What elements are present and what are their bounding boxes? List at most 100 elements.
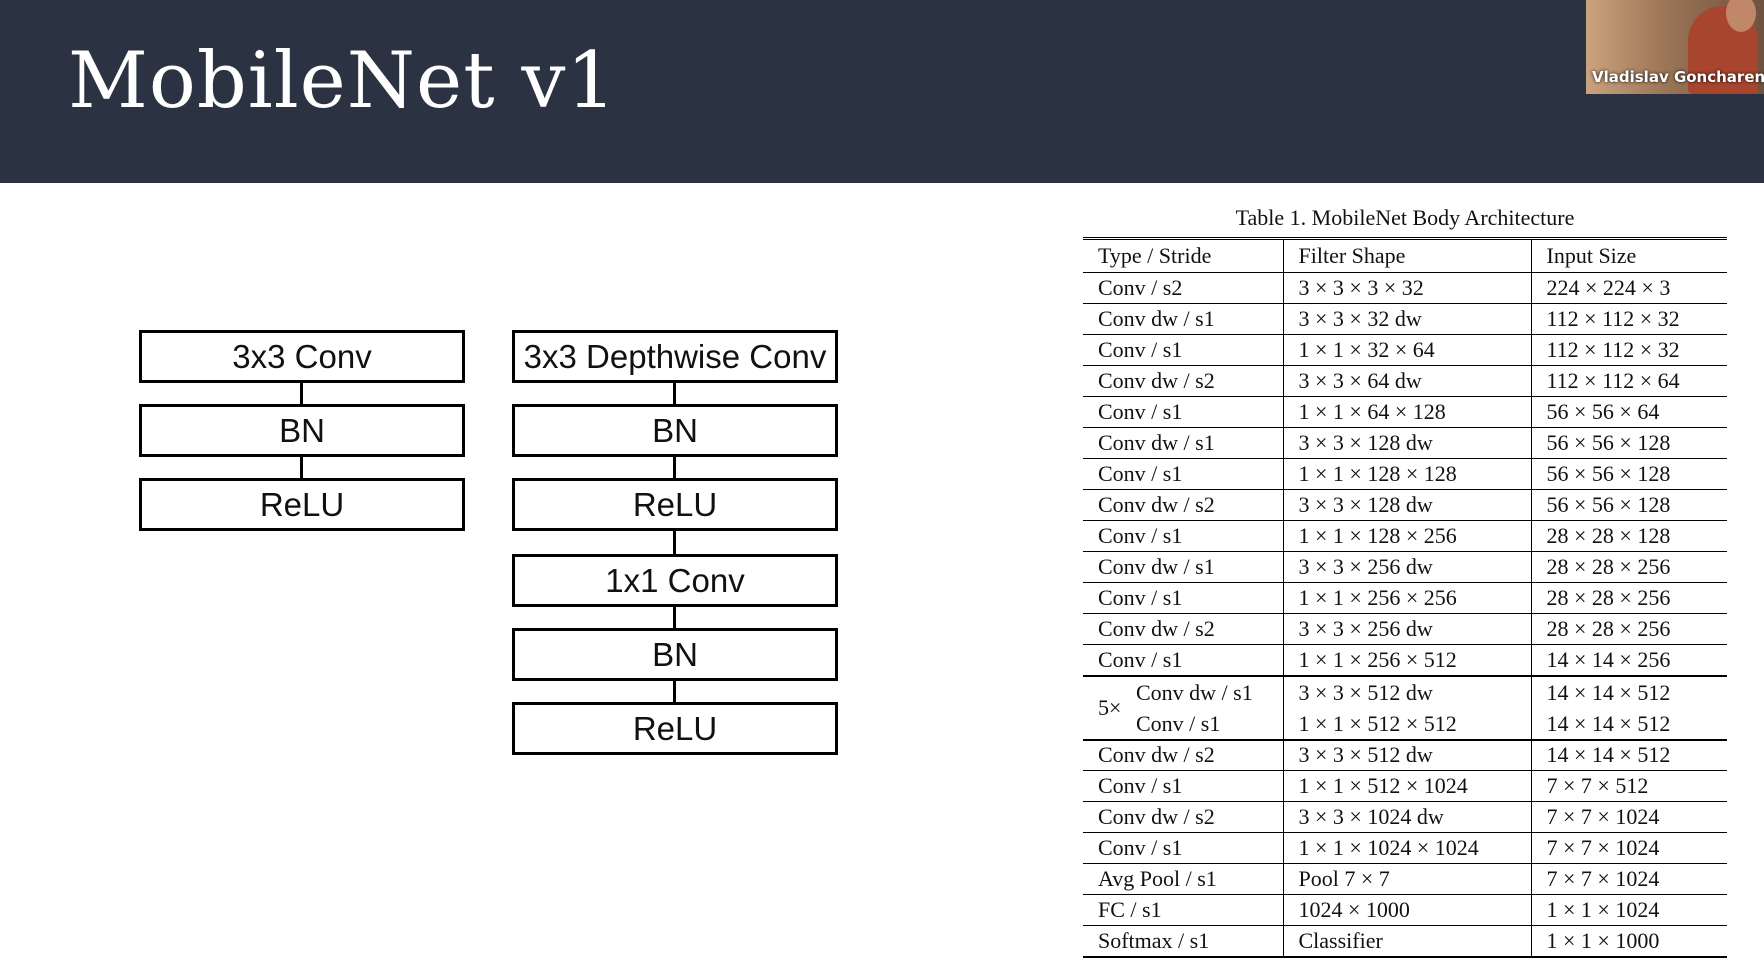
architecture-table: Type / Stride Filter Shape Input Size Co…: [1083, 237, 1727, 958]
left-block-conv: 3x3 Conv: [139, 330, 465, 383]
cell-filter-shape: 1 × 1 × 1024 × 1024: [1282, 832, 1531, 864]
right-block-bn-2: BN: [512, 628, 838, 681]
repeat-type-2: Conv / s1: [1136, 710, 1221, 736]
cell-input-size: 14 × 14 × 512: [1530, 739, 1727, 771]
cell-filter-shape: 1 × 1 × 512 × 1024: [1282, 770, 1531, 802]
right-block-relu-1: ReLU: [512, 478, 838, 531]
repeat-group-type-cell: 5× Conv dw / s1 Conv / s1: [1083, 675, 1283, 741]
cell-type-stride: Conv dw / s2: [1083, 739, 1283, 771]
cell-filter-shape: 3 × 3 × 512 dw: [1282, 739, 1531, 771]
cell-type-stride: Conv dw / s2: [1083, 801, 1283, 833]
cell-filter-shape: 1 × 1 × 32 × 64: [1282, 334, 1531, 366]
left-block-bn: BN: [139, 404, 465, 457]
cell-input-size: 28 × 28 × 256: [1530, 551, 1727, 583]
table-body-repeat-group: 5× Conv dw / s1 Conv / s1 3 × 3 × 512 dw…: [1083, 675, 1727, 741]
repeat-filters-cell: 3 × 3 × 512 dw 1 × 1 × 512 × 512: [1282, 675, 1531, 741]
cell-type-stride: Conv dw / s2: [1083, 365, 1283, 397]
cell-filter-shape: 1024 × 1000: [1282, 894, 1531, 926]
block-diagram: 3x3 Conv BN ReLU 3x3 Depthwise Conv BN R…: [0, 183, 900, 977]
cell-filter-shape: 1 × 1 × 128 × 256: [1282, 520, 1531, 552]
cell-input-size: 14 × 14 × 256: [1530, 644, 1727, 677]
cell-type-stride: Softmax / s1: [1083, 925, 1283, 958]
participant-head: [1726, 0, 1756, 32]
table-caption: Table 1. MobileNet Body Architecture: [1235, 205, 1575, 230]
cell-input-size: 28 × 28 × 256: [1530, 613, 1727, 645]
right-connector-2: [673, 457, 676, 478]
left-block-relu: ReLU: [139, 478, 465, 531]
left-connector-1: [300, 383, 303, 404]
header-input-size: Input Size: [1530, 238, 1727, 273]
cell-type-stride: Conv / s1: [1083, 520, 1283, 552]
cell-filter-shape: 1 × 1 × 64 × 128: [1282, 396, 1531, 428]
cell-filter-shape: 3 × 3 × 1024 dw: [1282, 801, 1531, 833]
cell-input-size: 56 × 56 × 128: [1530, 489, 1727, 521]
cell-type-stride: Conv / s1: [1083, 458, 1283, 490]
repeat-type-1: Conv dw / s1: [1136, 679, 1253, 705]
cell-type-stride: Conv dw / s1: [1083, 427, 1283, 459]
cell-filter-shape: Classifier: [1282, 925, 1531, 958]
repeat-input-1: 14 × 14 × 512: [1546, 679, 1671, 705]
slide-title: MobileNet v1: [68, 36, 618, 126]
table-header-row: Type / Stride Filter Shape Input Size: [1083, 238, 1727, 273]
cell-input-size: 56 × 56 × 64: [1530, 396, 1727, 428]
cell-type-stride: Conv dw / s1: [1083, 551, 1283, 583]
cell-filter-shape: 1 × 1 × 128 × 128: [1282, 458, 1531, 490]
cell-type-stride: Conv / s1: [1083, 770, 1283, 802]
right-connector-4: [673, 607, 676, 628]
cell-input-size: 7 × 7 × 1024: [1530, 801, 1727, 833]
right-block-depthwise-conv: 3x3 Depthwise Conv: [512, 330, 838, 383]
repeat-types: Conv dw / s1 Conv / s1: [1136, 677, 1253, 739]
slide-header: MobileNet v1: [0, 0, 1764, 183]
right-connector-1: [673, 383, 676, 404]
cell-input-size: 1 × 1 × 1000: [1530, 925, 1727, 958]
cell-filter-shape: 1 × 1 × 256 × 512: [1282, 644, 1531, 677]
cell-filter-shape: 3 × 3 × 256 dw: [1282, 613, 1531, 645]
cell-input-size: 1 × 1 × 1024: [1530, 894, 1727, 926]
cell-input-size: 28 × 28 × 256: [1530, 582, 1727, 614]
cell-filter-shape: Pool 7 × 7: [1282, 863, 1531, 895]
cell-input-size: 28 × 28 × 128: [1530, 520, 1727, 552]
participant-name: Vladislav Goncharen...: [1592, 68, 1764, 86]
cell-filter-shape: 3 × 3 × 3 × 32: [1282, 272, 1531, 304]
cell-input-size: 224 × 224 × 3: [1530, 272, 1727, 304]
cell-filter-shape: 3 × 3 × 64 dw: [1282, 365, 1531, 397]
right-block-bn-1: BN: [512, 404, 838, 457]
cell-input-size: 112 × 112 × 32: [1530, 303, 1727, 335]
cell-filter-shape: 3 × 3 × 128 dw: [1282, 427, 1531, 459]
cell-type-stride: Conv dw / s2: [1083, 489, 1283, 521]
header-type-stride: Type / Stride: [1083, 238, 1283, 273]
cell-input-size: 7 × 7 × 1024: [1530, 863, 1727, 895]
cell-type-stride: Avg Pool / s1: [1083, 863, 1283, 895]
repeat-filter-1: 3 × 3 × 512 dw: [1298, 679, 1433, 705]
cell-filter-shape: 3 × 3 × 32 dw: [1282, 303, 1531, 335]
cell-filter-shape: 3 × 3 × 256 dw: [1282, 551, 1531, 583]
cell-type-stride: Conv / s2: [1083, 272, 1283, 304]
participant-video-tile[interactable]: Vladislav Goncharen...: [1586, 0, 1764, 94]
cell-input-size: 112 × 112 × 64: [1530, 365, 1727, 397]
repeat-multiplier: 5×: [1098, 694, 1122, 720]
cell-input-size: 56 × 56 × 128: [1530, 458, 1727, 490]
cell-type-stride: Conv / s1: [1083, 582, 1283, 614]
repeat-input-2: 14 × 14 × 512: [1546, 710, 1671, 736]
right-block-relu-2: ReLU: [512, 702, 838, 755]
left-connector-2: [300, 457, 303, 478]
